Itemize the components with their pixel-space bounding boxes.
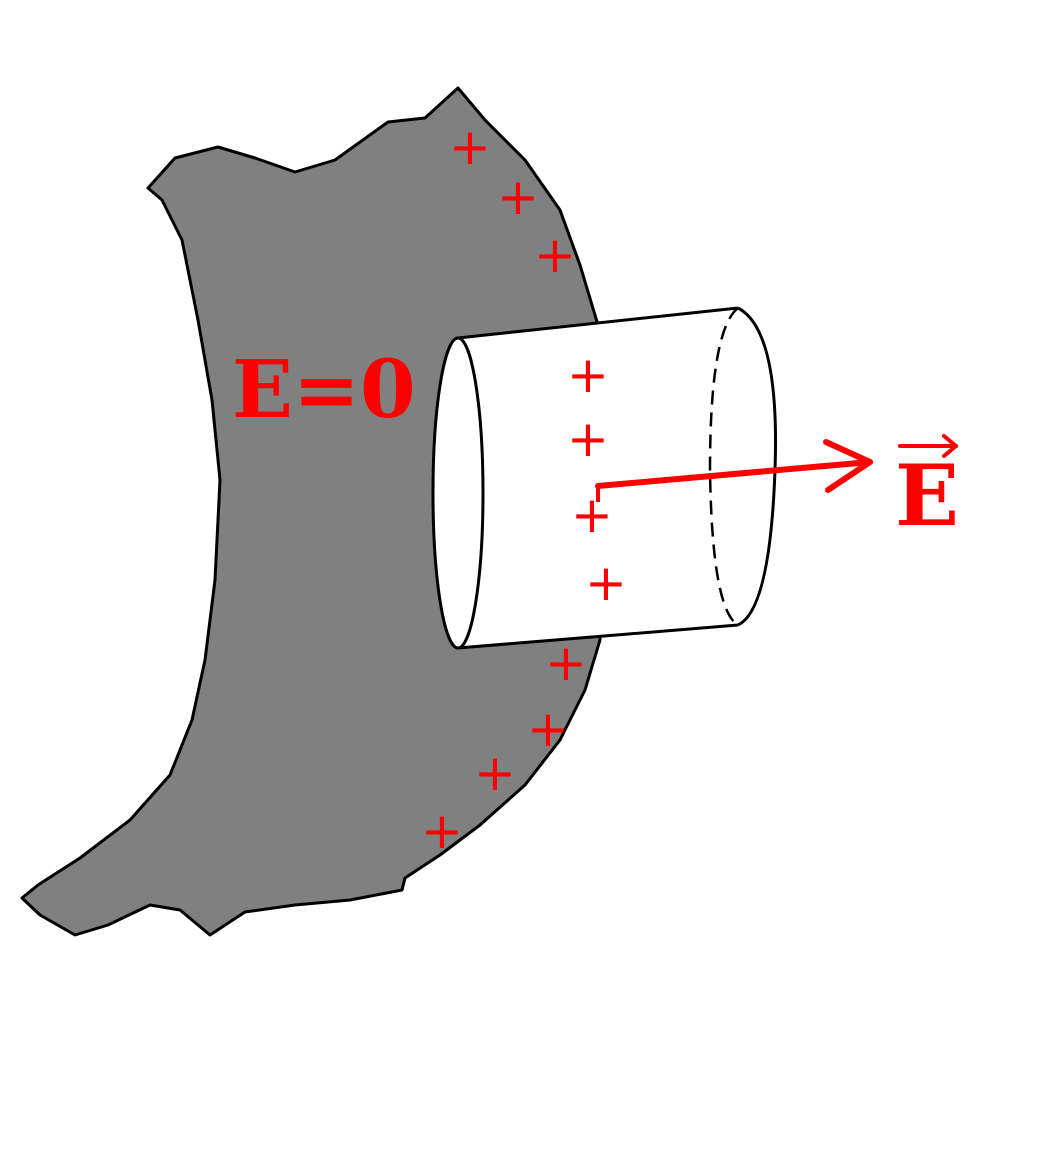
- charge-plus: +: [571, 486, 613, 544]
- cylinder-outer-cap-back: [708, 307, 739, 627]
- inside-field-label: E=0: [232, 342, 416, 436]
- charge-plus: +: [567, 346, 609, 404]
- cylinder-inner-cap: [431, 336, 485, 650]
- charge-plus: +: [527, 700, 569, 758]
- gaussian-cylinder: [431, 306, 777, 650]
- charge-plus: +: [421, 802, 463, 860]
- charge-plus: +: [567, 410, 609, 468]
- conductor-body: [20, 86, 602, 937]
- field-arrow: [595, 439, 873, 493]
- cylinder-bottom-edge: [457, 623, 739, 650]
- charge-plus: +: [449, 118, 491, 176]
- cylinder-body: [458, 308, 738, 648]
- charge-plus: +: [545, 634, 587, 692]
- charge-plus: +: [585, 554, 627, 612]
- field-vector-symbol: E: [895, 446, 959, 545]
- cylinder-top-edge: [457, 306, 739, 340]
- vector-arrow-icon: [898, 434, 958, 458]
- outside-field-label: E: [895, 434, 959, 545]
- charge-plus: +: [497, 168, 539, 226]
- charge-plus: +: [534, 226, 576, 284]
- cylinder-outer-cap-front: [737, 306, 777, 627]
- surface-charges: + + + + + + + + + + +: [421, 118, 627, 860]
- charge-plus: +: [474, 744, 516, 802]
